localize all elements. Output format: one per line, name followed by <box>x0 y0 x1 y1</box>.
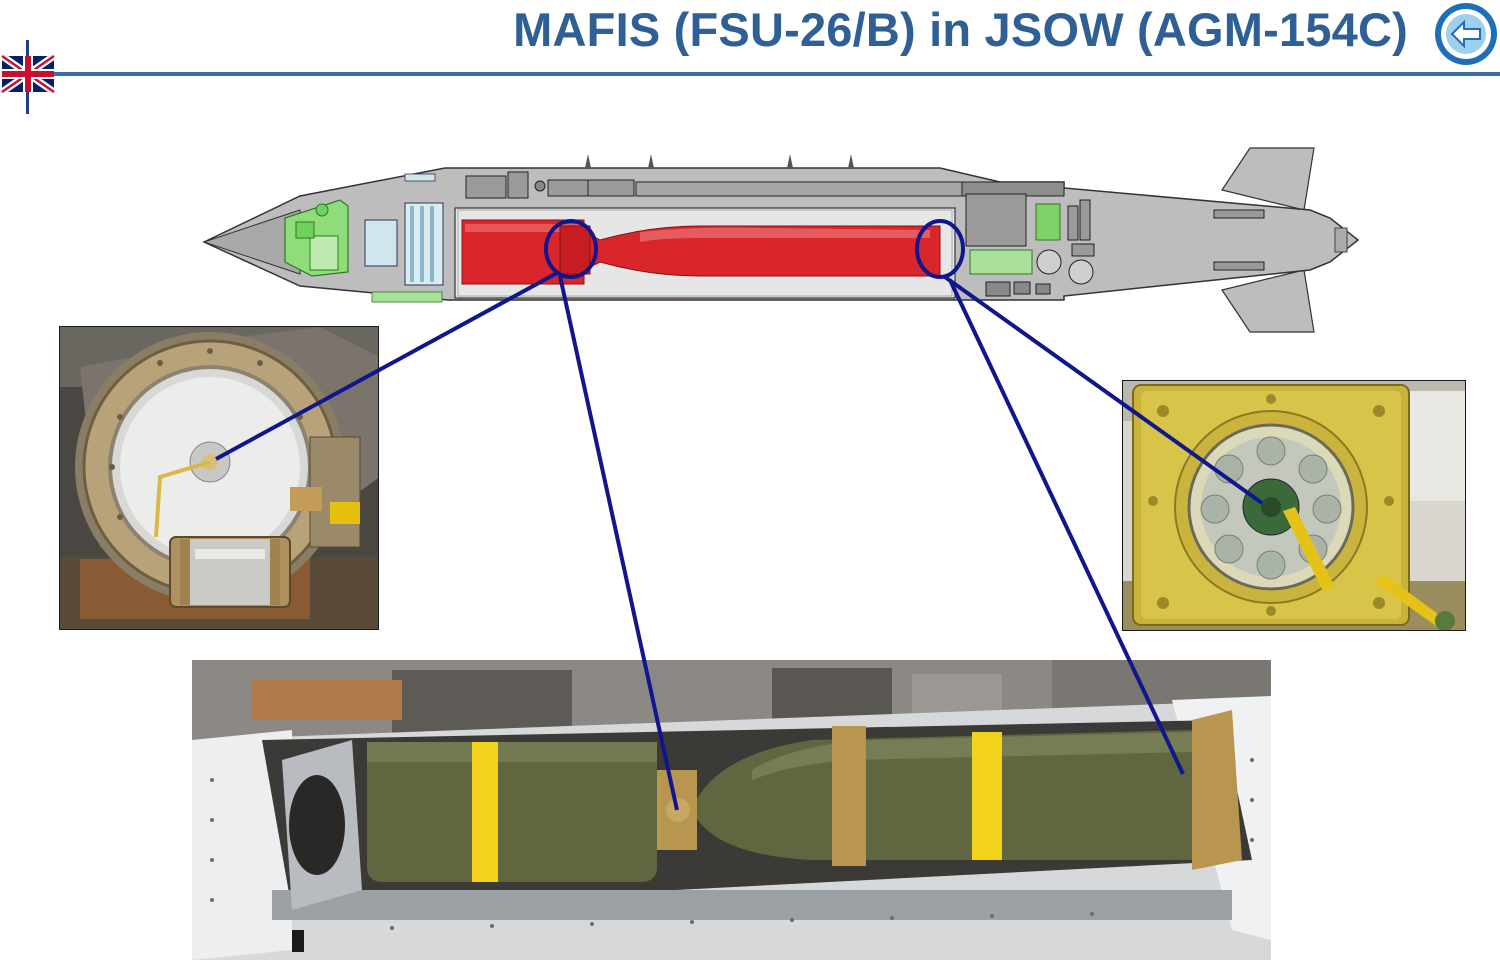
uk-flag-icon[interactable] <box>0 40 58 114</box>
back-button[interactable] <box>1430 0 1500 68</box>
warhead-installed-photo <box>192 660 1271 960</box>
header-rule <box>27 72 1500 76</box>
back-arrow-icon <box>1435 3 1497 65</box>
page-title: MAFIS (FSU-26/B) in JSOW (AGM-154C) <box>513 3 1408 56</box>
booster-fuze-photo <box>59 326 379 630</box>
mafis-fuze-photo <box>1122 380 1466 631</box>
